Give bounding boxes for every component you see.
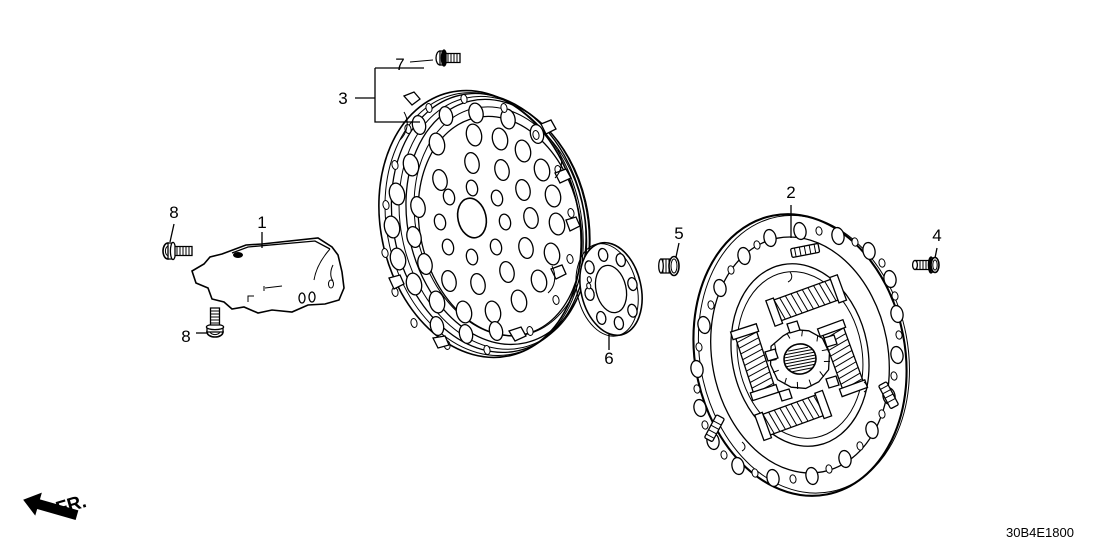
flywheel-lightening-holes (383, 102, 566, 345)
drive-plate-ring[interactable] (567, 236, 651, 350)
callout-label-7: 7 (395, 55, 404, 74)
flywheel-assembly[interactable] (353, 68, 615, 378)
callout-label-1: 1 (257, 213, 266, 232)
diagram-code: 30B4E1800 (1006, 525, 1074, 540)
callout-label-3: 3 (338, 89, 347, 108)
flywheel-bolt[interactable] (409, 49, 461, 67)
callout-3-leader (355, 67, 424, 123)
clutch-disc[interactable] (670, 195, 933, 514)
callout-7-leader (409, 59, 434, 63)
flywheel-center-bore (456, 197, 488, 239)
callout-label-2: 2 (786, 183, 795, 202)
cover-bolt-upper[interactable] (162, 223, 193, 261)
fr-arrow-icon (23, 492, 79, 520)
callout-label-4: 4 (932, 226, 941, 245)
callout-label-8-lower: 8 (181, 327, 190, 346)
clutch-damper-springs (729, 273, 869, 442)
callout-label-8-upper: 8 (169, 203, 178, 222)
flange-bolt-right[interactable] (911, 247, 940, 274)
callout-5-leader (675, 242, 680, 258)
threaded-plug[interactable] (658, 242, 680, 277)
cover-bolt-lower[interactable] (196, 307, 225, 338)
clutch-hub-rivets (764, 320, 840, 402)
clutch-disc-hub (764, 320, 840, 402)
flywheel-surface-detail (399, 111, 563, 294)
clutch-disc-slots (704, 243, 899, 442)
clutch-disc-small-holes (693, 226, 903, 484)
callout-label-5: 5 (674, 224, 683, 243)
clutch-cover-plate[interactable] (191, 232, 345, 314)
callout-8a-leader (169, 223, 175, 243)
clutch-disc-surface-detail (741, 271, 868, 452)
callout-4-leader (934, 247, 938, 259)
callout-label-6: 6 (604, 349, 613, 368)
flywheel-bolt-hole-ring (433, 179, 512, 266)
